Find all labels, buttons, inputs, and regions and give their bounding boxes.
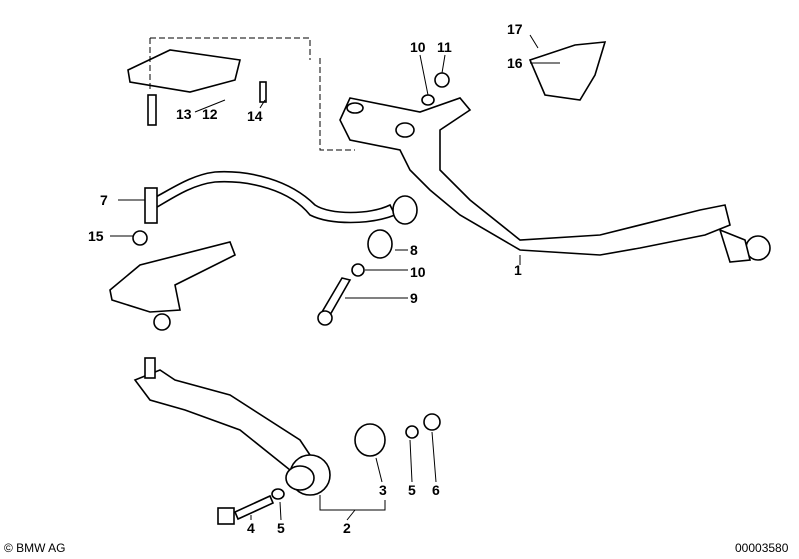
label-13: 13 — [176, 106, 192, 122]
bracket-16 — [528, 41, 607, 101]
copyright-text: © BMW AG — [4, 541, 66, 555]
label-5: 5 — [277, 520, 285, 536]
label-10: 10 — [410, 39, 426, 55]
label-11: 11 — [437, 39, 452, 55]
screw-14 — [259, 81, 267, 103]
bracket — [127, 49, 241, 93]
label-9: 9 — [410, 290, 418, 306]
control-arm — [133, 369, 312, 472]
label-1: 1 — [514, 262, 522, 278]
label-17: 17 — [507, 21, 523, 37]
label-10: 10 — [410, 264, 426, 280]
stabilizer-bar — [149, 170, 397, 224]
label-15: 15 — [88, 228, 104, 244]
label-4: 4 — [247, 520, 255, 536]
label-14: 14 — [247, 108, 263, 124]
label-12: 12 — [202, 106, 218, 122]
label-2: 2 — [343, 520, 351, 536]
label-3: 3 — [379, 482, 387, 498]
label-6: 6 — [432, 482, 440, 498]
axle-carrier — [339, 97, 771, 263]
label-16: 16 — [507, 55, 523, 71]
image-number: 00003580 — [735, 541, 789, 555]
label-8: 8 — [410, 242, 418, 258]
label-5: 5 — [408, 482, 416, 498]
bolt-13 — [147, 94, 157, 126]
label-7: 7 — [100, 192, 108, 208]
